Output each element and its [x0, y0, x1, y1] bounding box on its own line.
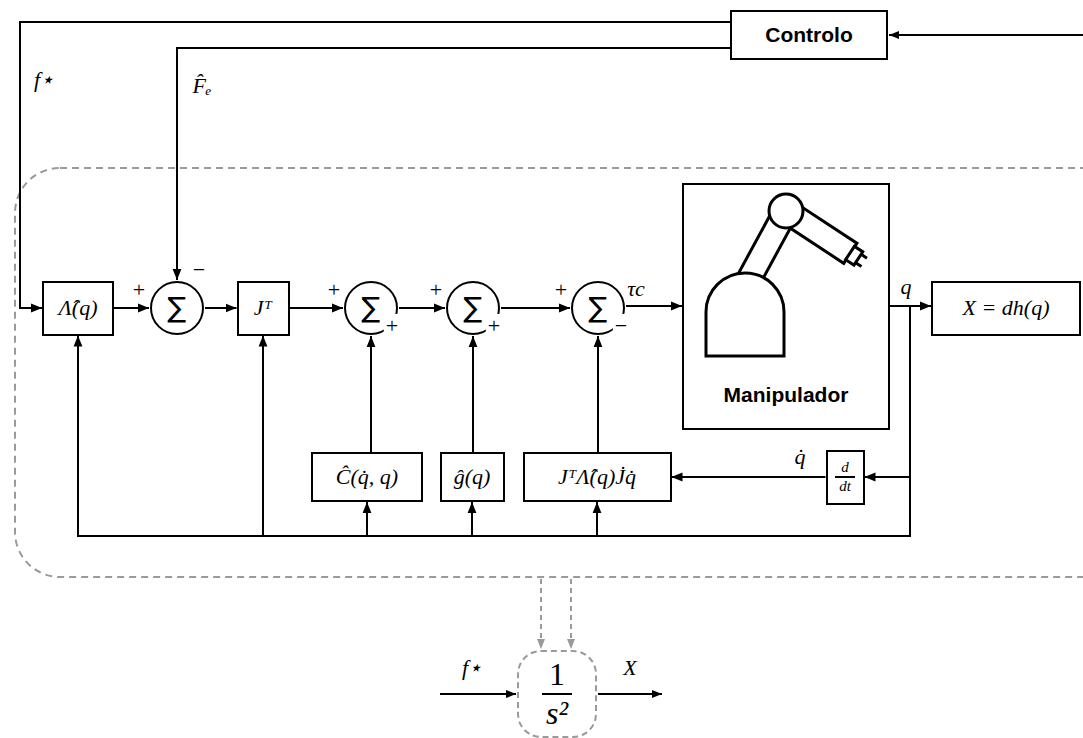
- output-wire: [598, 693, 662, 695]
- equivalence-arrow: [540, 579, 542, 649]
- signal-wire: [626, 305, 682, 307]
- signal-name: q̇: [793, 445, 808, 469]
- controller-box: Controlo: [730, 10, 888, 60]
- input-wire: [889, 34, 1083, 36]
- node-text: JᵀΛ̂(q)J̇q̇: [558, 464, 636, 489]
- signal-wire: [177, 48, 730, 280]
- sign: +: [428, 278, 444, 302]
- node-text: ĝ(q): [454, 464, 491, 489]
- node-text: ∑: [464, 292, 483, 324]
- output-map-box: X = dh(q): [931, 281, 1081, 336]
- node-text: s²: [542, 693, 572, 732]
- transfer-function-box: 1s²: [517, 650, 597, 738]
- block-box: JᵀΛ̂(q)J̇q̇: [523, 452, 672, 502]
- signal-name: f⋆: [460, 656, 484, 680]
- signal-name: q: [899, 275, 914, 299]
- sign: +: [384, 314, 400, 338]
- node-text: ∑: [362, 292, 381, 324]
- summing-junction: ∑: [149, 280, 205, 336]
- signal-wire: [367, 306, 910, 536]
- signal-name: f⋆: [32, 68, 56, 92]
- node-text: 1: [549, 656, 565, 693]
- signal-wire: [597, 336, 599, 452]
- sign: −: [613, 314, 629, 338]
- derivative-box: ddt: [826, 450, 865, 505]
- signal-wire: [290, 307, 344, 309]
- block-box: ĝ(q): [440, 452, 505, 502]
- signal-wire: [263, 306, 910, 536]
- node-text: X = dh(q): [963, 295, 1050, 320]
- signal-wire: [501, 307, 570, 309]
- signal-wire: [205, 307, 237, 309]
- node-text: ∑: [589, 292, 608, 324]
- node-text: Ĉ(q̇, q): [336, 464, 398, 489]
- signal-wire: [472, 306, 910, 536]
- signal-wire: [114, 307, 149, 309]
- sign: +: [326, 278, 342, 302]
- sign: +: [131, 278, 147, 302]
- signal-wire: [865, 306, 911, 477]
- plant-box: Manipulador: [682, 183, 890, 430]
- node-text: ∑: [168, 292, 187, 324]
- signal-name: F̂ₑ: [190, 74, 213, 98]
- node-text: Λ̂(q): [59, 295, 98, 320]
- equivalence-arrow: [570, 579, 572, 649]
- sign: +: [486, 314, 502, 338]
- signal-wire: [399, 307, 445, 309]
- input-wire: [440, 693, 516, 695]
- signal-wire: [472, 336, 474, 452]
- block-box: Λ̂(q): [42, 281, 114, 336]
- sign: +: [553, 278, 569, 302]
- signal-name: τc: [625, 277, 647, 301]
- closed-loop-region: [15, 168, 1083, 577]
- signal-wire: [370, 336, 372, 452]
- node-text: dt: [835, 476, 855, 495]
- sign: −: [191, 258, 207, 282]
- signal-name: X: [621, 656, 638, 680]
- signal-wire: [672, 476, 826, 478]
- block-box: Ĉ(q̇, q): [311, 452, 423, 502]
- signal-wire: [78, 306, 910, 536]
- node-text: d: [841, 459, 849, 476]
- block-box: Jᵀ: [237, 281, 290, 336]
- signal-wire: [20, 22, 730, 308]
- node-text: Jᵀ: [254, 295, 272, 320]
- node-text: Manipulador: [724, 383, 849, 407]
- node-text: Controlo: [765, 23, 852, 47]
- robot-arm-illustration: [706, 194, 869, 356]
